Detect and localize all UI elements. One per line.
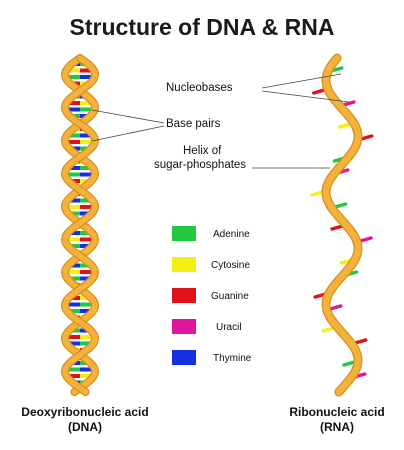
label-helix-line1: Helix of: [183, 145, 222, 157]
pointer-nucleobases-1: [261, 73, 342, 89]
label-nucleobases: Nucleobases: [166, 82, 233, 94]
rna-strand: [322, 54, 362, 396]
dna-caption-line2: (DNA): [68, 420, 102, 434]
legend-swatch-uracil: [172, 319, 196, 334]
label-helix-line2: sugar-phosphates: [154, 159, 247, 171]
legend: [172, 226, 196, 365]
legend-label-thymine: Thymine: [213, 353, 252, 364]
rna-sugar-phosphate-helix: [321, 53, 363, 397]
dna-sugar-phosphate-helix: [60, 54, 100, 396]
pointer-nucleobases-2: [261, 90, 350, 103]
rna-caption: Ribonucleic acid (RNA): [280, 405, 394, 435]
dna-strand-front-fill: [62, 55, 98, 395]
legend-swatch-thymine: [172, 350, 196, 365]
pointer-base-pairs-1: [91, 109, 165, 124]
dna-caption: Deoxyribonucleic acid (DNA): [10, 405, 160, 435]
legend-label-adenine: Adenine: [213, 229, 250, 240]
legend-swatch-cytosine: [172, 257, 196, 272]
legend-swatch-adenine: [172, 226, 196, 241]
dna-caption-line1: Deoxyribonucleic acid: [21, 405, 149, 419]
label-base-pairs: Base pairs: [166, 118, 221, 130]
legend-label-guanine: Guanine: [211, 291, 249, 302]
rna-caption-line1: Ribonucleic acid: [289, 405, 385, 419]
pointer-base-pairs-2: [91, 125, 165, 142]
legend-label-cytosine: Cytosine: [211, 260, 250, 271]
legend-label-uracil: Uracil: [216, 322, 242, 333]
rna-caption-line2: (RNA): [320, 420, 354, 434]
legend-swatch-guanine: [172, 288, 196, 303]
annotation-pointer-lines: [91, 73, 350, 169]
page-title: Structure of DNA & RNA: [69, 14, 335, 40]
